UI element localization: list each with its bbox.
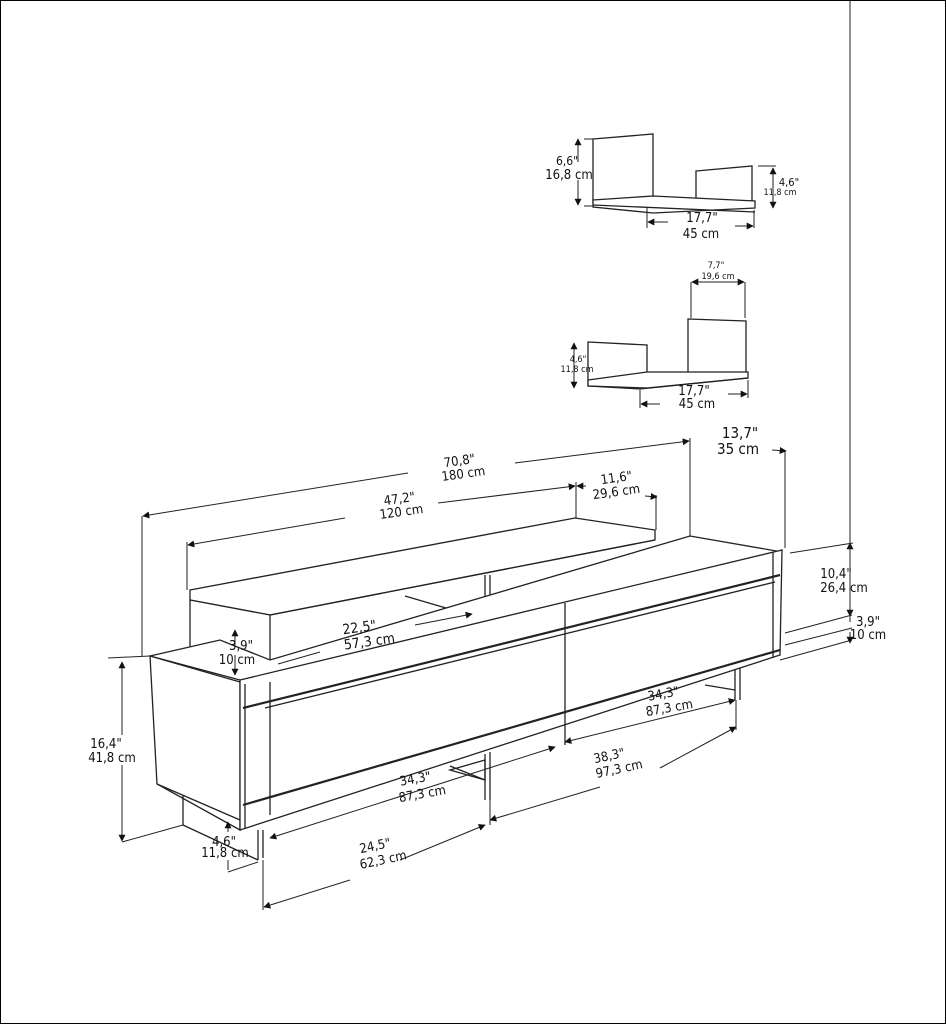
leg-height-in: 4,6" [212, 835, 236, 850]
shelf-bottom-panel-width-cm: 19,6 cm [702, 272, 735, 282]
shelf-top-width-cm: 45 cm [683, 227, 719, 242]
total-width-in: 70,8" [443, 452, 476, 471]
shelf-top-height-right-cm: 11,8 cm [764, 188, 797, 198]
upper-width-cm: 120 cm [379, 502, 425, 523]
right-height-cm: 26,4 cm [820, 581, 868, 596]
upper-width-in: 47,2" [383, 490, 416, 509]
shelf-top-height-left-in: 6,6" [556, 154, 578, 168]
tv-unit-dimension-lines [107, 0, 854, 910]
leg-offset-in: 24,5" [358, 836, 392, 857]
upper-depth-in: 11,6" [600, 469, 633, 488]
upper-height-in: 3,9" [229, 639, 253, 654]
total-depth-in: 13,7" [722, 424, 758, 442]
open-niche-cm: 57,3 cm [343, 631, 396, 654]
right-door-in: 34,3" [647, 684, 681, 704]
tv-unit [149, 517, 783, 861]
total-height-in: 16,4" [90, 737, 121, 752]
right-leg-height-in: 3,9" [856, 615, 880, 630]
shelf-bottom-height-in: 4,6" [570, 355, 587, 365]
open-niche-in: 22,5" [342, 618, 378, 639]
right-leg-height-cm: 10 cm [850, 628, 886, 643]
leg-height-cm: 11,8 cm [201, 846, 249, 861]
shelf-top-width-in: 17,7" [686, 211, 717, 226]
leg-spacing-in: 38,3" [592, 746, 626, 767]
shelf-bottom-panel-width-in: 7,7" [708, 261, 725, 271]
shelf-top-height-left-cm: 16,8 cm [545, 168, 593, 183]
total-depth-cm: 35 cm [717, 440, 759, 458]
upper-depth-cm: 29,6 cm [592, 482, 641, 503]
wall-shelf-top [574, 133, 777, 230]
upper-height-cm: 10 cm [219, 653, 255, 668]
shelf-bottom-width-in: 17,7" [678, 384, 709, 399]
shelf-bottom-width-cm: 45 cm [679, 397, 715, 412]
total-height-cm: 41,8 cm [88, 751, 136, 766]
shelf-top-height-right-in: 4,6" [779, 176, 799, 189]
wall-shelf-bottom [570, 278, 749, 408]
shelf-bottom-height-cm: 11,8 cm [561, 365, 594, 375]
right-height-in: 10,4" [820, 567, 851, 582]
total-width-cm: 180 cm [441, 464, 487, 485]
left-door-in: 34,3" [399, 769, 433, 789]
